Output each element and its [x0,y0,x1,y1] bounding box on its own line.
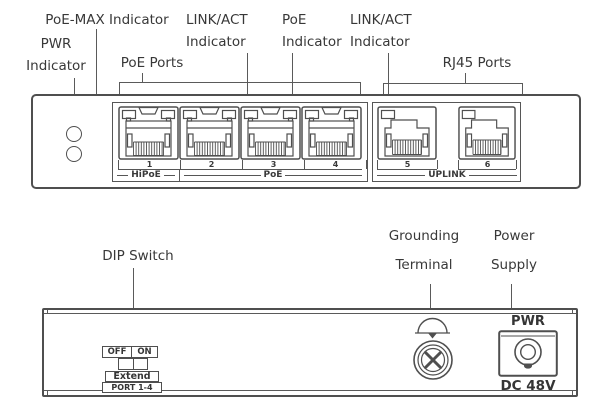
dip-switch-body [118,358,148,370]
dip-off-label: OFF [102,346,132,358]
poe-ports-bracket [119,82,361,83]
dip-switch-label: DIP Switch [102,248,174,264]
leader-line-power [511,284,512,315]
poe-ports-bracket-tick [142,73,143,83]
dip-on-label: ON [131,346,158,358]
link-act-2-line2: Indicator [350,34,410,50]
power-jack-icon [498,330,558,377]
power-label-line2: Supply [490,257,537,273]
uplink-label-text: UPLINK [428,170,466,180]
corner-mark-tr [572,310,573,314]
poe-dash-left [184,175,261,176]
poe-indicator-label: PoE Indicator [282,9,352,53]
group-divider [179,170,180,181]
hipoe-dash-right [163,175,176,176]
pwr-indicator-label-line1: PWR [40,36,72,52]
link-act-indicator-label-2: LINK/ACT Indicator [350,9,442,53]
port-number-strip-6: 6 [458,160,517,170]
pwr-indicator-label-line2: Indicator [26,58,86,74]
grounding-label-line2: Terminal [395,257,453,273]
grounding-label-line1: Grounding [388,228,460,244]
link-act-1-line1: LINK/ACT [186,12,248,28]
dip-extend-label: Extend [105,371,159,382]
dip-port-range-label: PORT 1-4 [102,382,162,393]
group-label-uplink: UPLINK [374,170,520,181]
poe-ind-line2: Indicator [282,34,342,50]
leader-line-dip-switch [133,268,134,346]
poe-max-indicator-label: PoE-MAX Indicator [45,12,169,28]
dip-switch-cell-2 [134,359,148,369]
hipoe-label-text: HiPoE [131,170,161,180]
power-label-line1: Power [493,228,535,244]
leader-line-link-act-1 [247,53,248,111]
port-number-1: 1 [119,160,181,169]
poe-ind-line1: PoE [282,12,307,28]
port-number-2: 2 [181,160,243,169]
uplink-dash-left [377,175,426,176]
grounding-screw-icon [412,339,454,381]
rear-chassis-top-lip [44,313,576,314]
poe-ports-label: PoE Ports [120,55,184,71]
port-number-3: 3 [243,160,305,169]
dip-switch-cell-1 [119,359,134,369]
port-number-strip-5: 5 [377,160,438,170]
rj45-bracket [383,83,523,84]
link-act-1-line2: Indicator [186,34,246,50]
uplink-dash-right [468,175,517,176]
poe-label-text: PoE [263,170,283,180]
rj45-port-3 [240,106,301,160]
rj45-ports-label: RJ45 Ports [442,55,512,71]
leader-line-poe-max-v [96,29,97,154]
rj45-bracket-left [383,83,384,96]
rj45-port-6 [458,106,516,160]
hipoe-dash-left [117,175,129,176]
power-supply-label: Power Supply [482,222,546,280]
rj45-port-4 [301,106,362,160]
pwr-indicator-label: PWR Indicator [10,33,102,77]
rear-chassis-bottom-lip [44,390,576,391]
pwr-jack-label: PWR [511,314,545,329]
grounding-symbol-icon [414,316,451,339]
poe-dash-right [285,175,362,176]
poe-ports-bracket-right [360,82,361,96]
corner-mark-bl [47,390,48,395]
corner-mark-tl [47,310,48,314]
port-number-6: 6 [459,160,517,169]
leader-line-grounding [430,284,431,317]
pwr-led-icon [66,126,82,142]
dc-voltage-label: DC 48V [500,378,556,394]
rj45-port-5 [377,106,437,160]
rj45-port-1 [118,106,179,160]
link-act-2-line1: LINK/ACT [350,12,412,28]
rj45-port-2 [179,106,240,160]
group-label-hipoe: HiPoE [114,170,178,181]
group-label-poe: PoE [181,170,365,181]
poe-ports-bracket-left [119,82,120,96]
rj45-bracket-right [522,83,523,96]
port-number-4: 4 [305,160,367,169]
grounding-terminal-label: Grounding Terminal [378,222,470,280]
link-act-indicator-label-1: LINK/ACT Indicator [186,9,278,53]
rj45-bracket-tick [465,73,466,84]
port-number-5: 5 [378,160,438,169]
leader-line-link-act-2 [388,53,389,111]
corner-mark-br [572,390,573,395]
leader-line-poe-indicator [292,53,293,111]
poe-max-led-icon [66,146,82,162]
